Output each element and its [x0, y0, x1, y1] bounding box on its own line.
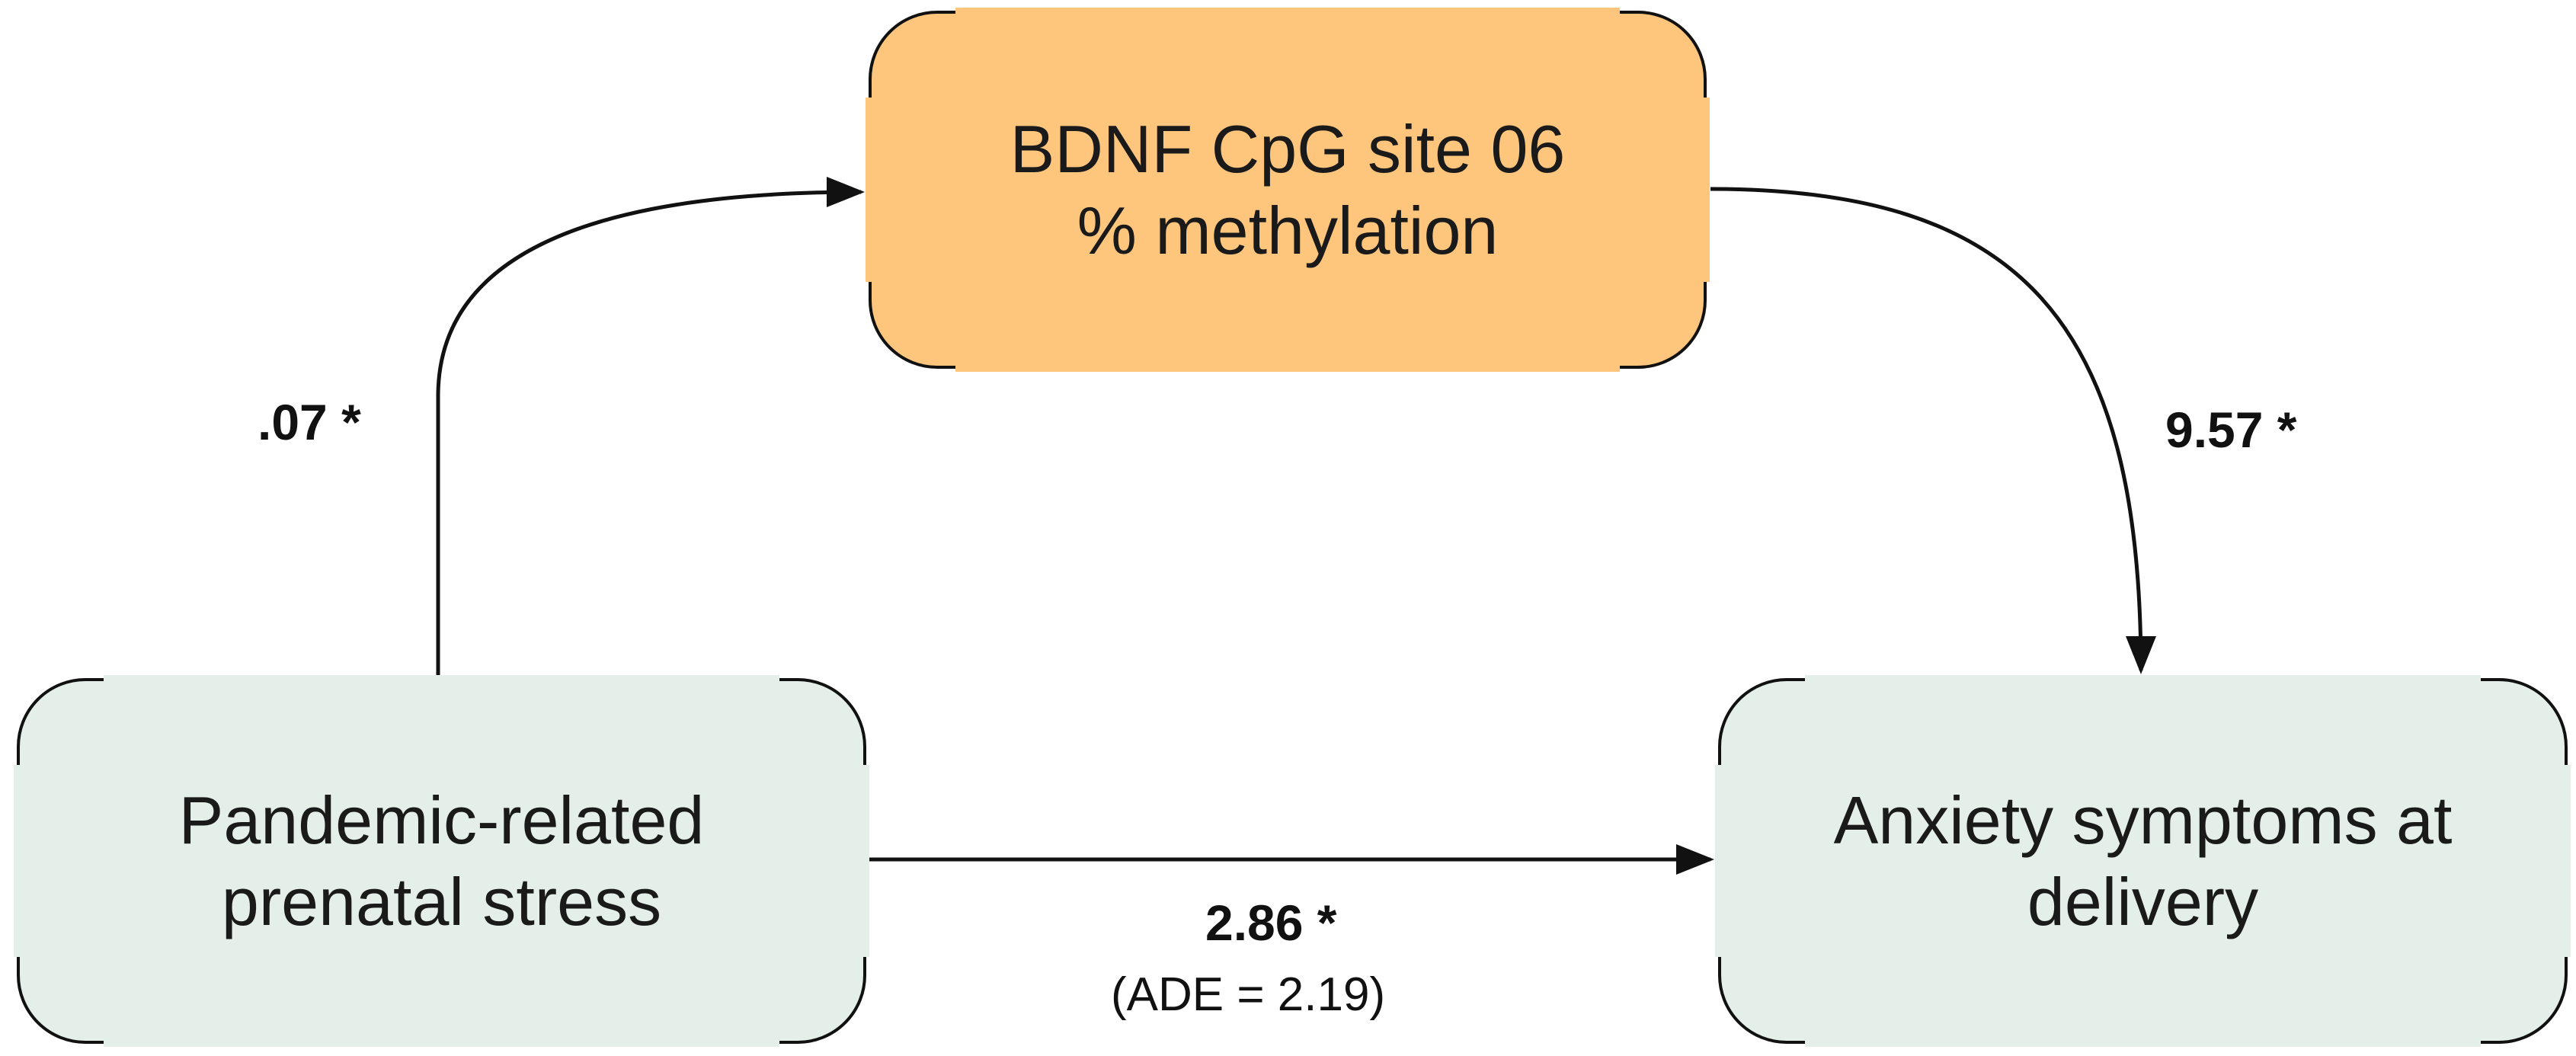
outcome-label-line-2: delivery	[2027, 864, 2259, 939]
predictor-node: Pandemic-related prenatal stress	[14, 675, 869, 1047]
outcome-node: Anxiety symptoms at delivery	[1715, 675, 2571, 1047]
predictor-label-line-1: Pandemic-related	[178, 782, 705, 858]
predictor-label-line-2: prenatal stress	[221, 864, 662, 939]
path-b-coefficient: 9.57 *	[2165, 402, 2297, 458]
path-a-coefficient: .07 *	[258, 394, 361, 450]
path-c-coefficient: 2.86 *	[1205, 894, 1337, 951]
path-c-ade-note: (ADE = 2.19)	[1111, 968, 1386, 1021]
mediator-label-line-2: % methylation	[1077, 193, 1499, 268]
mediator-label-line-1: BDNF CpG site 06	[1010, 110, 1566, 187]
arrow-path-b	[1710, 187, 2156, 674]
arrow-path-a	[436, 177, 865, 678]
outcome-label-line-1: Anxiety symptoms at	[1833, 782, 2453, 858]
mediator-node: BDNF CpG site 06 % methylation	[866, 8, 1710, 372]
